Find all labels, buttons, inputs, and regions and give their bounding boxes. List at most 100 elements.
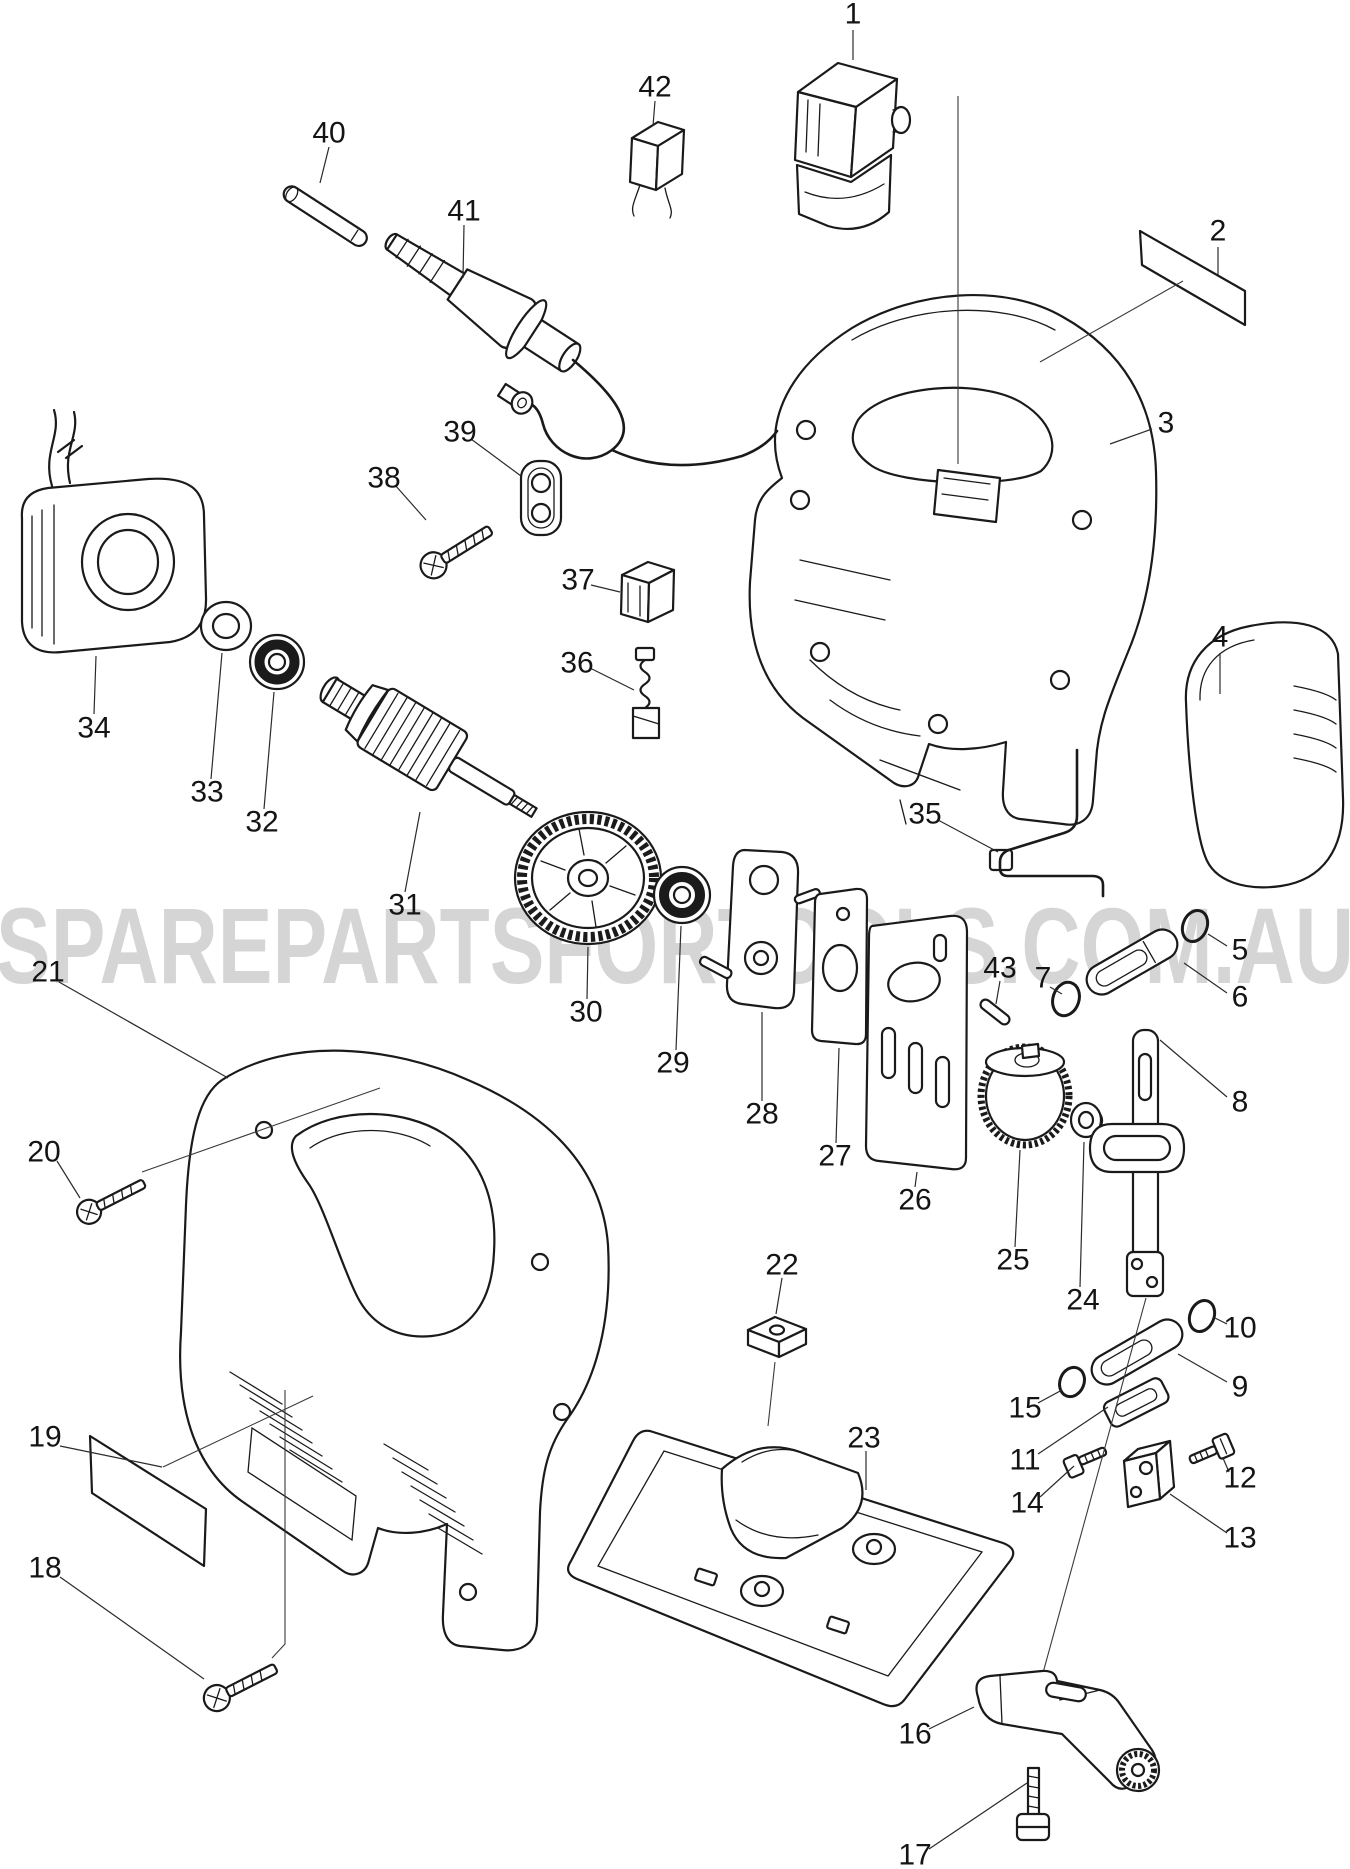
- part-label-24: 24: [1066, 1284, 1099, 1317]
- part-label-32: 32: [245, 806, 278, 839]
- guide-rod: [282, 185, 368, 248]
- leader-line-9: [1177, 1353, 1228, 1383]
- leader-line-41: [462, 224, 465, 279]
- part-label-4: 4: [1212, 621, 1229, 654]
- crank-bracket: [698, 848, 821, 1010]
- gear-housing-plate: [864, 914, 969, 1171]
- housing-right-half: [748, 293, 1158, 826]
- washer-33: [199, 600, 253, 652]
- part-label-27: 27: [818, 1140, 851, 1173]
- part-label-39: 39: [443, 416, 476, 449]
- screw-17: [1015, 1766, 1051, 1842]
- part-label-3: 3: [1158, 407, 1175, 440]
- o-ring-5: [1180, 908, 1210, 944]
- cord-boot: [384, 232, 779, 467]
- nut-assembly-line: [767, 1361, 776, 1427]
- part-label-26: 26: [898, 1184, 931, 1217]
- leader-line-27: [835, 1047, 840, 1144]
- strain-relief: [496, 382, 534, 415]
- part-label-31: 31: [388, 889, 421, 922]
- counterweight-upper: [1085, 928, 1179, 996]
- armature: [319, 676, 538, 818]
- wire-guide: [988, 748, 1105, 898]
- leader-line-19: [59, 1445, 163, 1468]
- leader-line-32: [263, 691, 275, 810]
- part-label-17: 17: [898, 1839, 931, 1869]
- ball-bearing-29: [652, 865, 712, 925]
- part-label-9: 9: [1232, 1371, 1249, 1404]
- leader-line-14: [1039, 1465, 1075, 1498]
- leader-line-5: [1207, 933, 1228, 947]
- part-label-14: 14: [1010, 1487, 1043, 1520]
- leader-line-37: [590, 584, 621, 593]
- brush-holder: [619, 560, 676, 624]
- pinion-gear: [977, 1042, 1073, 1149]
- blade-holder: [975, 1669, 1161, 1793]
- screw-38: [419, 525, 494, 580]
- leader-line-43: [995, 980, 1001, 1005]
- leader-line-8: [1159, 1039, 1228, 1098]
- leader-line-25: [1014, 1149, 1021, 1248]
- ball-bearing-32: [248, 633, 306, 691]
- part-label-7: 7: [1035, 962, 1052, 995]
- leader-line-7: [1049, 986, 1063, 995]
- switch: [793, 61, 912, 230]
- screw-18-assembly-line: [271, 1390, 286, 1659]
- leader-line-10: [1214, 1317, 1228, 1325]
- base-plate: [567, 1429, 1015, 1708]
- part-label-28: 28: [745, 1098, 778, 1131]
- screw-12: [1188, 1432, 1236, 1465]
- vent-slots: [1293, 685, 1337, 773]
- leader-line-26: [914, 1171, 918, 1188]
- leader-line-38: [394, 484, 427, 521]
- part-label-34: 34: [77, 712, 110, 745]
- part-label-6: 6: [1232, 981, 1249, 1014]
- housing-left-half: [179, 1049, 610, 1652]
- screw-20: [75, 1179, 147, 1225]
- part-label-2: 2: [1210, 215, 1227, 248]
- part-label-8: 8: [1232, 1086, 1249, 1119]
- pin-43: [979, 998, 1011, 1026]
- leader-line-30: [586, 946, 589, 1000]
- part-label-25: 25: [996, 1244, 1029, 1277]
- part-label-35: 35: [908, 798, 941, 831]
- drive-gear: [513, 810, 663, 946]
- leader-line-36: [589, 667, 635, 691]
- part-label-13: 13: [1223, 1522, 1256, 1555]
- o-ring-7: [1051, 980, 1081, 1018]
- rear-cover: [1184, 621, 1345, 889]
- part-label-22: 22: [765, 1249, 798, 1282]
- leader-line-17: [928, 1782, 1028, 1850]
- part-label-41: 41: [447, 195, 480, 228]
- part-label-42: 42: [638, 71, 671, 104]
- o-ring-15: [1058, 1365, 1086, 1399]
- carbon-brush: [631, 646, 661, 740]
- part-label-10: 10: [1223, 1312, 1256, 1345]
- blade-clamp: [1122, 1439, 1176, 1509]
- screw-18: [202, 1663, 279, 1713]
- part-labels: 1234567891011121314151617181920212223242…: [27, 0, 1256, 1869]
- leader-line-22: [775, 1277, 783, 1315]
- part-label-29: 29: [656, 1047, 689, 1080]
- rod-assembly-line: [1034, 1297, 1147, 1703]
- retainer-plate: [1102, 1377, 1170, 1428]
- name-sticker: [1138, 229, 1247, 327]
- part-label-19: 19: [28, 1421, 61, 1454]
- part-label-20: 20: [27, 1136, 60, 1169]
- slider-rod: [1088, 1028, 1186, 1298]
- leader-line-6: [1183, 962, 1228, 994]
- leader-line-20: [56, 1160, 81, 1199]
- leader-line-21: [58, 981, 229, 1079]
- part-label-33: 33: [190, 776, 223, 809]
- sleeve-bushing: [1069, 1101, 1104, 1139]
- part-label-1: 1: [845, 0, 862, 31]
- screw-20-assembly-line: [141, 1087, 381, 1173]
- leader-line-18: [59, 1576, 205, 1680]
- leader-line-15: [1037, 1389, 1063, 1404]
- part-label-30: 30: [569, 996, 602, 1029]
- sticker-19-indicator: [162, 1395, 314, 1468]
- leader-line-16: [928, 1706, 975, 1730]
- leader-line-31: [404, 811, 421, 893]
